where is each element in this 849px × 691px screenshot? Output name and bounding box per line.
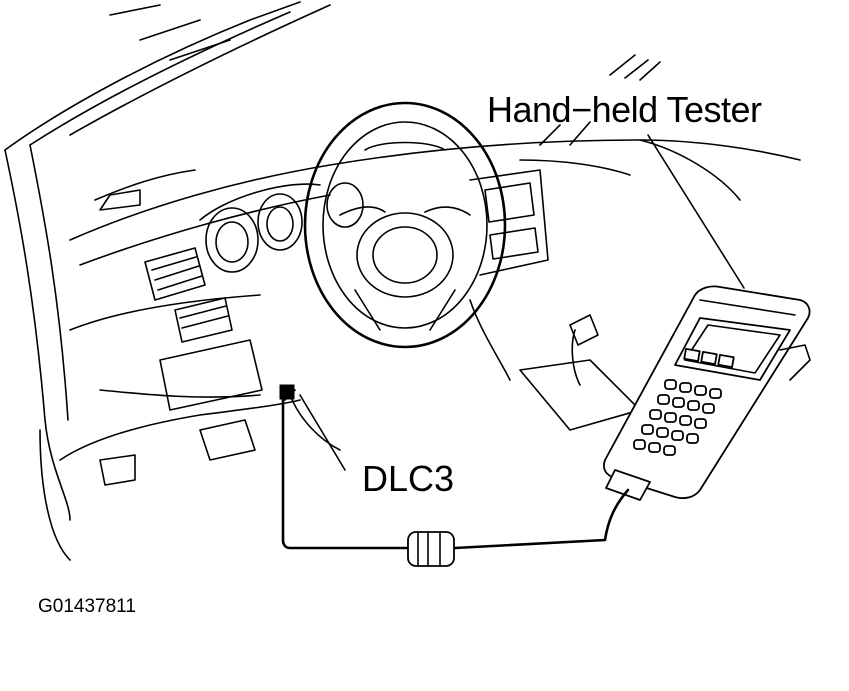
cable-coupler — [407, 531, 455, 567]
left-air-vent — [144, 247, 233, 343]
center-console — [469, 169, 641, 431]
dlc3-label: DLC3 — [362, 458, 455, 499]
hand-held-tester-label: Hand−held Tester — [487, 89, 762, 130]
tester-leader-line — [647, 134, 745, 289]
instrument-cluster — [199, 182, 364, 273]
tester-keypad — [633, 379, 722, 456]
steering-wheel — [303, 101, 507, 349]
dlc3-leader-line — [299, 394, 346, 471]
tester-cable — [281, 389, 630, 550]
figure-id-label: G01437811 — [38, 596, 136, 617]
dashboard — [69, 54, 801, 266]
windshield-frame — [4, 1, 331, 561]
lower-dash — [59, 294, 341, 486]
hand-held-tester-device — [602, 285, 811, 501]
dlc3-connector — [279, 384, 295, 400]
